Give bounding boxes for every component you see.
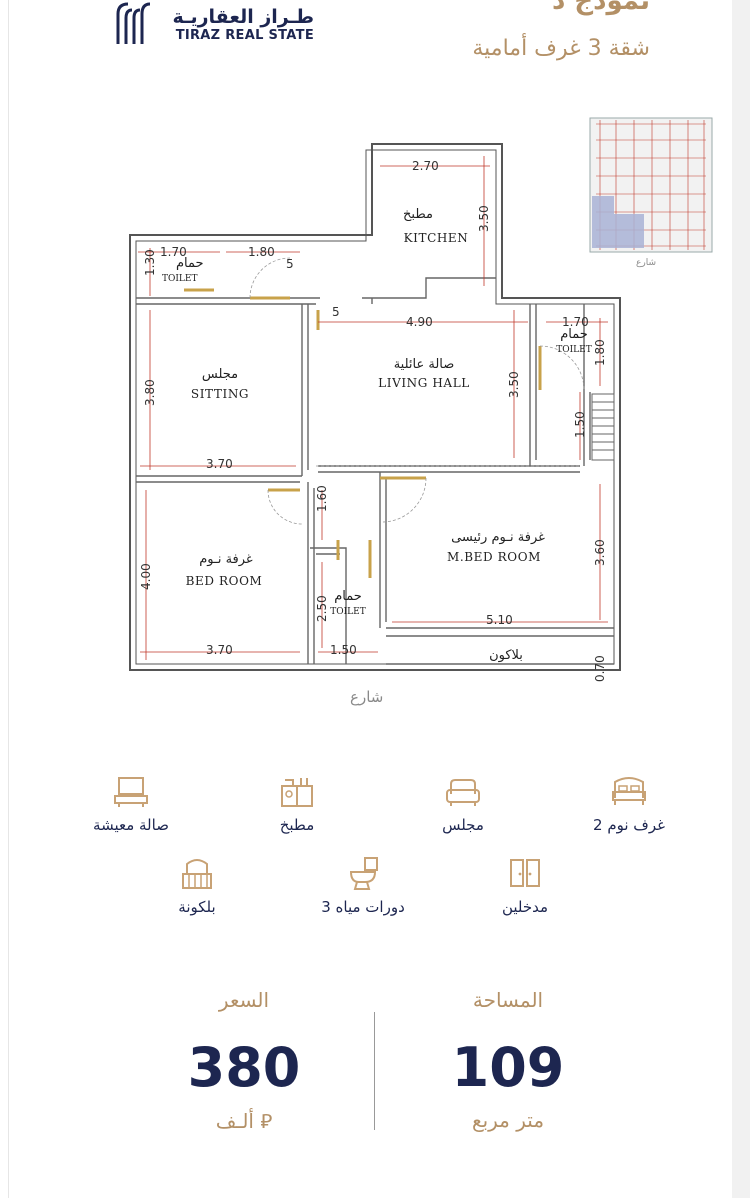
area-value: 109 [451, 1036, 565, 1099]
toilet3-label-en: TOILET [330, 607, 366, 617]
sitting-label-ar: مجلس [202, 367, 238, 382]
living-label-en: LIVING HALL [378, 376, 470, 390]
feature-entrances: مدخلين [460, 856, 590, 916]
balcony-icon [182, 859, 212, 889]
feature-label: 2 غرف نوم [593, 816, 665, 834]
dim-toilet1-height: 1.30 [143, 249, 157, 276]
dim-toilet3-height: 2.50 [315, 595, 329, 622]
dim-living-width: 4.90 [406, 315, 433, 329]
mbed-label-en: M.BED ROOM [447, 550, 541, 564]
feature-label: بلكونة [178, 898, 216, 916]
area-label: المساحة [472, 988, 544, 1012]
tv-icon [114, 777, 148, 807]
scroll-edge [732, 0, 750, 1198]
model-title: نموذج د [552, 0, 650, 16]
kitchen-icon [281, 778, 313, 807]
bed-label-ar: غرفة نـوم [199, 552, 253, 567]
dim-kitchen-height: 3.50 [477, 205, 491, 232]
site-mini-map [589, 117, 713, 253]
dim-kitchen-width: 2.70 [412, 159, 439, 173]
sofa-icon [446, 779, 480, 806]
doors [184, 288, 542, 578]
logo-mark-icon [116, 2, 151, 44]
dim-sitting-height: 3.80 [143, 379, 157, 406]
dim-bed-width: 3.70 [206, 643, 233, 657]
toilet1-label-ar: حمام [176, 256, 204, 271]
feature-balcony: بلكونة [132, 856, 262, 916]
logo-text-en: TIRAZ REAL STATE [175, 28, 314, 43]
feature-label: 3 دورات مياه [321, 898, 405, 916]
dim-stair: 1.50 [573, 411, 587, 438]
dim-toilet2-width: 1.70 [562, 315, 589, 329]
dim-door-a: 5 [286, 257, 294, 271]
living-label-ar: صالة عائلية [394, 357, 455, 372]
feature-sitting: مجلس [398, 774, 528, 834]
dim-living-height: 3.50 [507, 371, 521, 398]
toilet-icon [349, 857, 378, 890]
dim-corridor: 1.80 [248, 245, 275, 259]
dim-sitting-width: 3.70 [206, 457, 233, 471]
outer-walls [129, 143, 621, 671]
dim-passage: 1.60 [315, 485, 329, 512]
dim-bed-height: 4.00 [139, 563, 153, 590]
feature-kitchen: مطبخ [232, 774, 362, 834]
dim-mbed-width: 5.10 [486, 613, 513, 627]
bed-icon [612, 777, 646, 805]
feature-toilets: 3 دورات مياه [298, 856, 428, 916]
toilet2-label-en: TOILET [556, 345, 592, 355]
street-label: شارع [350, 688, 384, 706]
feature-label: مجلس [442, 816, 484, 834]
bed-label-en: BED ROOM [186, 574, 263, 588]
dim-toilet3-width: 1.50 [330, 643, 357, 657]
stats-divider [374, 1012, 375, 1130]
inner-walls [136, 277, 614, 665]
dim-mbed-height: 3.60 [593, 539, 607, 566]
area-unit: متر مربع [471, 1108, 545, 1132]
feature-bedrooms: 2 غرف نوم [564, 774, 694, 834]
sitting-label-en: SITTING [191, 387, 249, 401]
kitchen-label-ar: مطبخ [403, 207, 433, 222]
toilet3-label-ar: حمام [334, 589, 362, 604]
price-label: السعر [218, 988, 270, 1012]
door-swings [249, 257, 585, 525]
price-value: 380 [187, 1036, 301, 1099]
feature-label: صالة معيشة [93, 816, 169, 834]
kitchen-label-en: KITCHEN [404, 231, 469, 245]
feature-label: مدخلين [501, 898, 549, 916]
dim-balcony-height: 0.70 [593, 655, 607, 682]
balcony-label-ar: بلاكون [489, 648, 523, 663]
brand-logo: طـراز العقاريـة TIRAZ REAL STATE [112, 0, 314, 48]
toilet2-label-ar: حمام [560, 327, 588, 342]
stairs [591, 393, 615, 461]
mini-map-street-label: شارع [636, 258, 656, 268]
door-icon [510, 859, 540, 887]
dim-toilet2-height: 1.80 [593, 339, 607, 366]
toilet1-label-en: TOILET [162, 274, 198, 284]
price-unit: ألـف ⃁ [215, 1109, 273, 1133]
unit-subtitle: شقة 3 غرف أمامية [472, 36, 650, 61]
dim-toilet1-width: 1.70 [160, 245, 187, 259]
dim-door-b: 5 [332, 305, 340, 319]
dimension-lines [138, 156, 608, 660]
mbed-label-ar: غرفة نـوم رئيسى [451, 530, 545, 545]
logo-text-ar: طـراز العقاريـة [172, 6, 314, 28]
feature-living-room: صالة معيشة [66, 774, 196, 834]
feature-label: مطبخ [279, 816, 315, 834]
